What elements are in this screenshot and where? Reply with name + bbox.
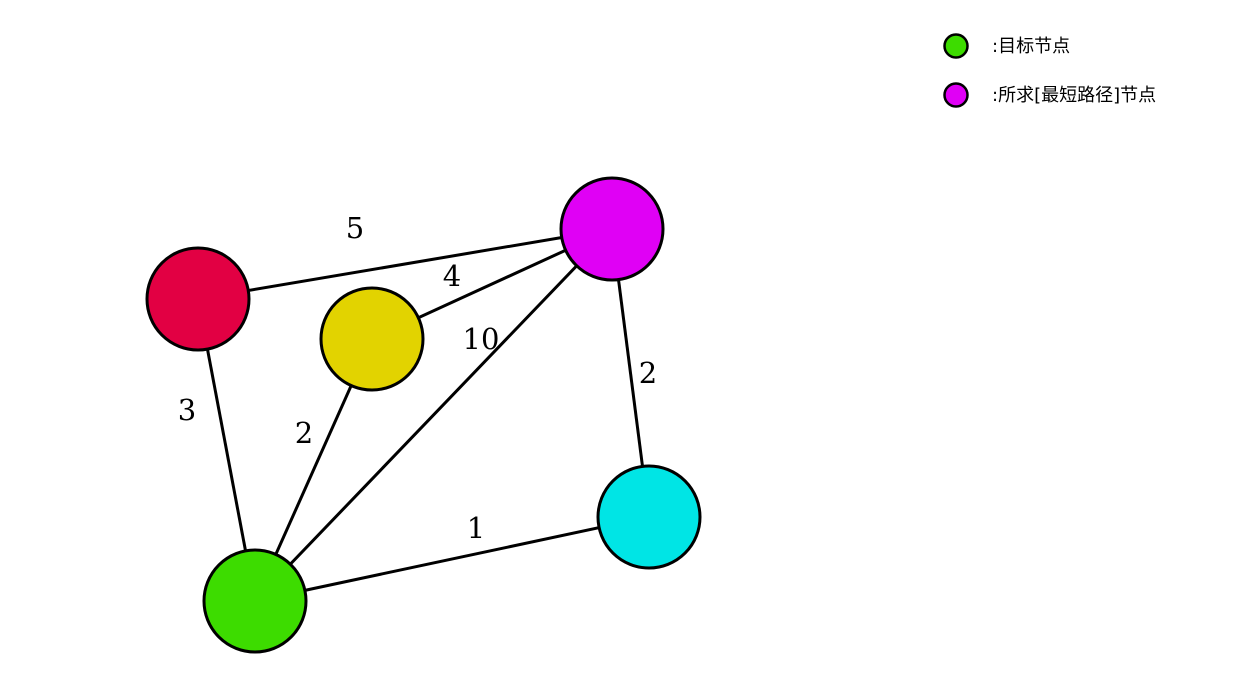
legend-swatch bbox=[943, 82, 969, 108]
node-yellow bbox=[319, 286, 425, 392]
node-red bbox=[145, 246, 251, 352]
edge-weight-label: 2 bbox=[639, 356, 657, 390]
legend-label: :所求[最短路径]节点 bbox=[992, 85, 1156, 106]
edge-weight-label: 4 bbox=[443, 259, 461, 293]
nodes-layer bbox=[145, 176, 702, 654]
edges-layer bbox=[196, 227, 651, 603]
legend: :目标节点 :所求[最短路径]节点 bbox=[943, 33, 1156, 108]
node-cyan bbox=[596, 464, 702, 570]
node-green bbox=[202, 548, 308, 654]
edge-labels-layer: 5 410 2 3 2 1 bbox=[178, 211, 657, 545]
edge-weight-label: 10 bbox=[463, 322, 500, 356]
edge-red-magenta bbox=[197, 227, 613, 301]
edge-green-cyan bbox=[254, 515, 650, 603]
edge-weight-label: 1 bbox=[467, 511, 485, 545]
node-magenta bbox=[559, 176, 665, 282]
legend-label: :目标节点 bbox=[992, 36, 1070, 57]
edge-weight-label: 2 bbox=[295, 416, 313, 450]
edge-weight-label: 3 bbox=[178, 393, 196, 427]
edge-weight-label: 5 bbox=[346, 211, 364, 245]
legend-swatch bbox=[943, 33, 969, 59]
edge-green-magenta bbox=[253, 227, 614, 603]
